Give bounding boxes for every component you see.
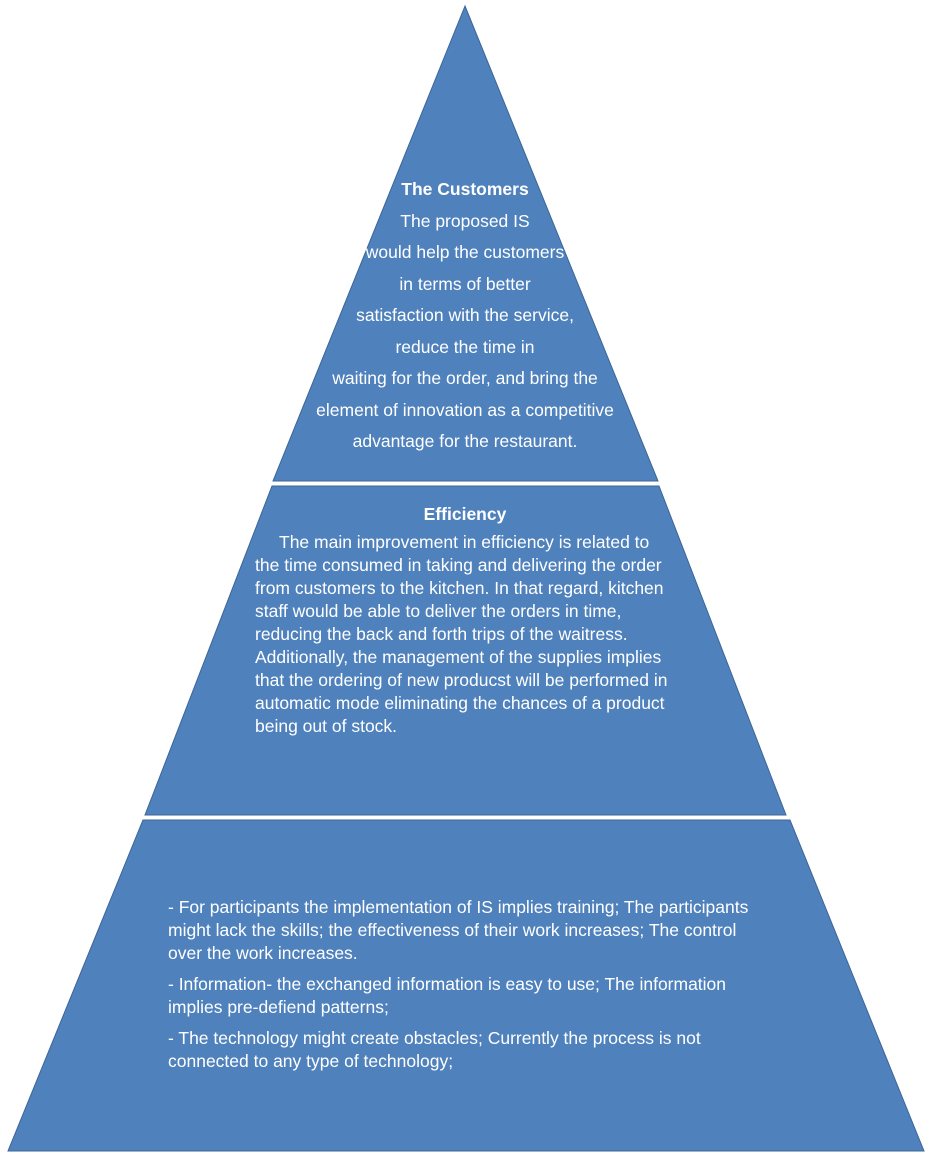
factor-information: - Information- the exchanged information… bbox=[168, 974, 727, 1017]
customers-line: element of innovation as a competitive bbox=[316, 399, 614, 420]
factor-technology: - The technology might create obstacles;… bbox=[168, 1028, 701, 1071]
customers-section: The Customers The proposed IS would help… bbox=[280, 174, 650, 458]
customers-line: waiting for the order, and bring the bbox=[332, 368, 598, 388]
efficiency-section: Efficiency The main improvement in effic… bbox=[255, 503, 675, 738]
factor-participants: - For participants the implementation of… bbox=[168, 897, 749, 963]
customers-line: reduce the time in bbox=[395, 336, 535, 357]
customers-title: The Customers bbox=[401, 179, 529, 199]
customers-line: satisfaction with the service, bbox=[356, 305, 574, 325]
pyramid-tier-top bbox=[272, 4, 659, 482]
factors-section: - For participants the implementation of… bbox=[168, 896, 758, 1081]
efficiency-body: The main improvement in efficiency is re… bbox=[255, 532, 668, 736]
customers-line: advantage for the restaurant. bbox=[352, 431, 578, 451]
customers-line: The proposed IS bbox=[400, 210, 530, 231]
customers-line: would help the customers bbox=[365, 242, 565, 262]
customers-line: in terms of better bbox=[399, 273, 531, 294]
pyramid-tier-bottom bbox=[7, 819, 925, 1152]
efficiency-title: Efficiency bbox=[423, 504, 507, 524]
pyramid-tier-middle bbox=[144, 485, 787, 816]
